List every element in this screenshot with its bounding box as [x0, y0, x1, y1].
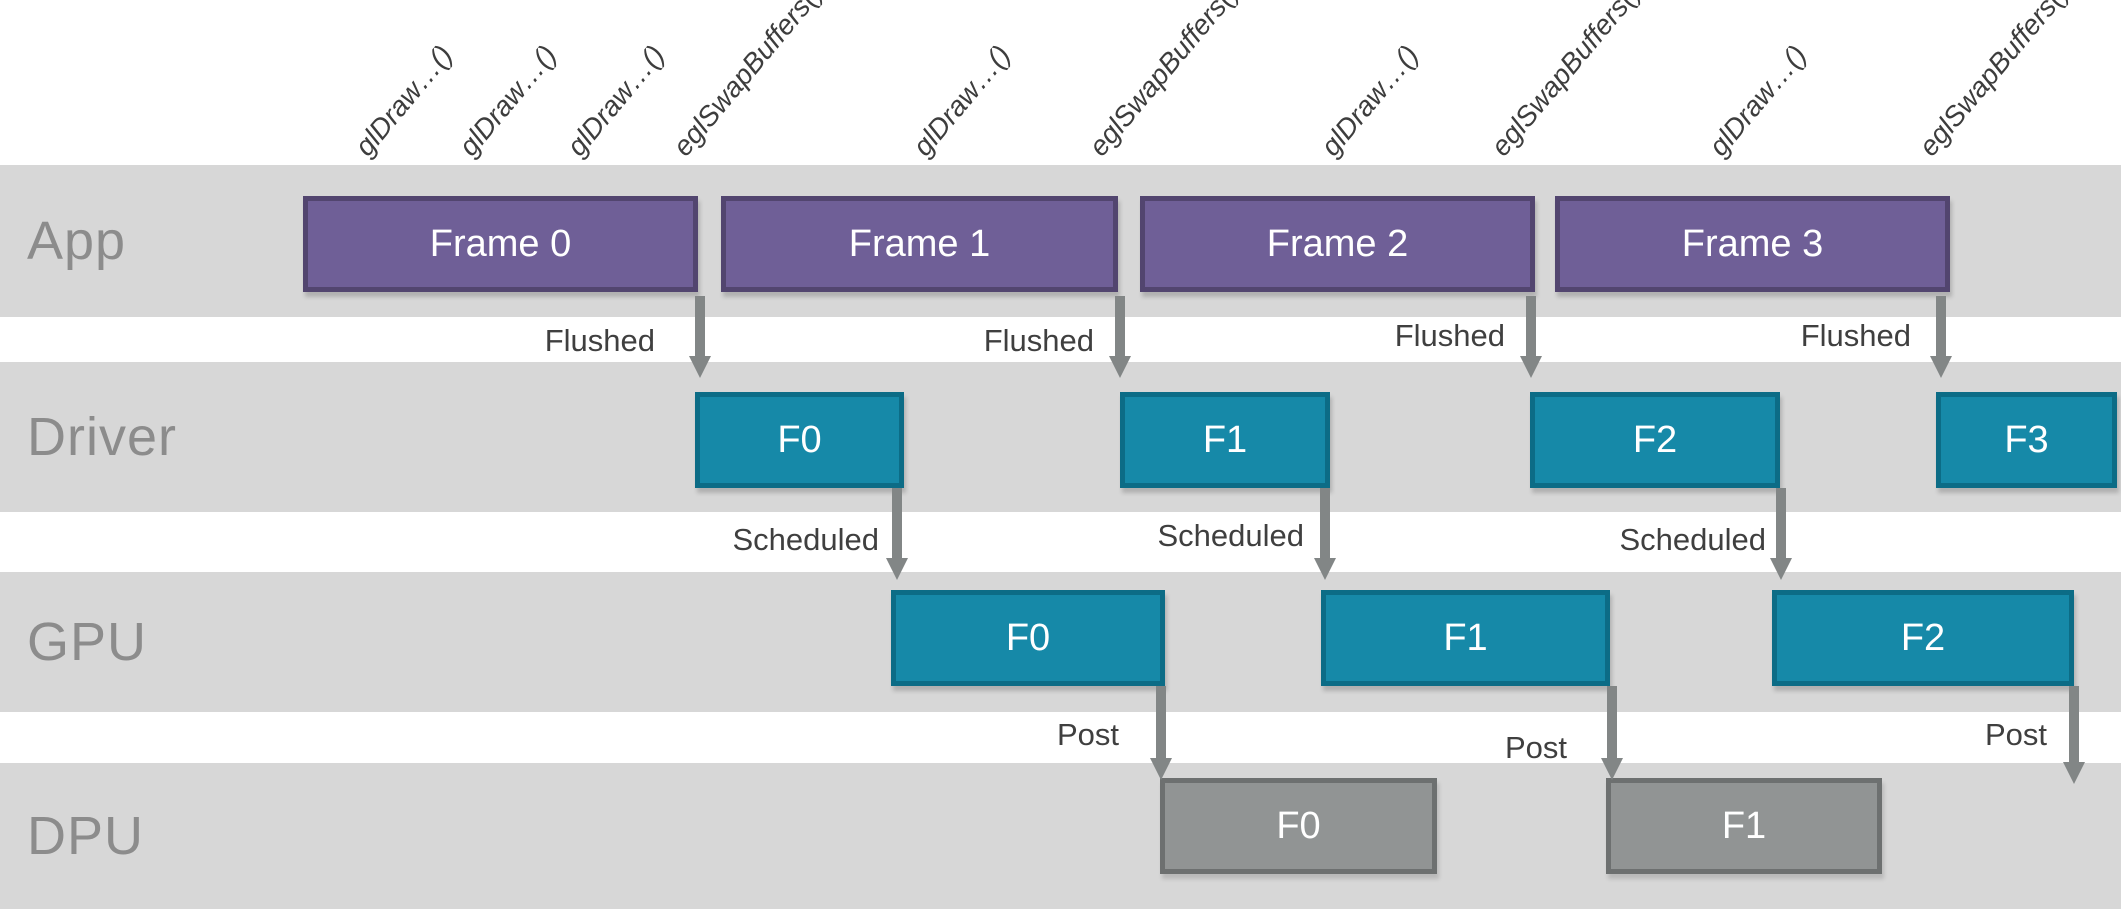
arrow-shaft-post-9 — [2069, 686, 2079, 764]
call-label-gldraw-0: glDraw…() — [348, 39, 459, 162]
row-label-gpu: GPU — [27, 612, 148, 672]
arrow-shaft-post-8 — [1607, 686, 1617, 760]
box-app-frame-3: Frame 3 — [1555, 196, 1950, 292]
label-flushed-2: Flushed — [1394, 318, 1505, 353]
arrow-down-icon-scheduled-4 — [886, 558, 908, 580]
call-label-eglswapbuffers-9: eglSwapBuffers() — [1912, 0, 2075, 162]
label-post-9: Post — [1984, 717, 2047, 752]
box-driver-f2: F2 — [1530, 392, 1780, 488]
box-app-frame-2: Frame 2 — [1140, 196, 1535, 292]
arrow-down-icon-flushed-1 — [1109, 356, 1131, 378]
call-label-eglswapbuffers-5: eglSwapBuffers() — [1082, 0, 1245, 162]
arrow-down-icon-scheduled-6 — [1770, 558, 1792, 580]
arrow-shaft-flushed-1 — [1115, 296, 1125, 358]
label-flushed-0: Flushed — [544, 323, 655, 358]
arrow-down-icon-flushed-0 — [689, 356, 711, 378]
arrow-down-icon-post-7 — [1150, 758, 1172, 780]
label-flushed-3: Flushed — [1800, 318, 1911, 353]
row-label-app: App — [27, 211, 127, 271]
arrow-shaft-flushed-2 — [1526, 296, 1536, 358]
box-dpu-f0: F0 — [1160, 778, 1437, 874]
arrow-shaft-flushed-3 — [1936, 296, 1946, 358]
box-gpu-f2: F2 — [1772, 590, 2074, 686]
box-app-frame-0: Frame 0 — [303, 196, 698, 292]
row-label-driver: Driver — [27, 407, 177, 467]
arrow-down-icon-flushed-3 — [1930, 356, 1952, 378]
arrow-shaft-scheduled-6 — [1776, 488, 1786, 560]
call-label-eglswapbuffers-7: eglSwapBuffers() — [1484, 0, 1647, 162]
arrow-down-icon-post-9 — [2063, 762, 2085, 784]
arrow-down-icon-post-8 — [1601, 758, 1623, 780]
label-scheduled-6: Scheduled — [1619, 522, 1766, 557]
box-driver-f3: F3 — [1936, 392, 2117, 488]
arrow-shaft-scheduled-5 — [1320, 488, 1330, 560]
arrow-shaft-post-7 — [1156, 686, 1166, 760]
box-gpu-f1: F1 — [1321, 590, 1610, 686]
arrow-shaft-flushed-0 — [695, 296, 705, 358]
call-label-gldraw-4: glDraw…() — [906, 39, 1017, 162]
row-label-dpu: DPU — [27, 806, 145, 866]
label-post-7: Post — [1056, 717, 1119, 752]
call-label-gldraw-1: glDraw…() — [452, 39, 563, 162]
row-band-driver — [0, 362, 2121, 512]
arrow-down-icon-flushed-2 — [1520, 356, 1542, 378]
box-dpu-f1: F1 — [1606, 778, 1882, 874]
box-driver-f1: F1 — [1120, 392, 1330, 488]
call-label-eglswapbuffers-3: eglSwapBuffers() — [666, 0, 829, 162]
arrow-shaft-scheduled-4 — [892, 488, 902, 560]
box-app-frame-1: Frame 1 — [721, 196, 1118, 292]
box-driver-f0: F0 — [695, 392, 904, 488]
label-flushed-1: Flushed — [983, 323, 1094, 358]
box-gpu-f0: F0 — [891, 590, 1165, 686]
label-post-8: Post — [1504, 730, 1567, 765]
call-label-gldraw-6: glDraw…() — [1314, 39, 1425, 162]
arrow-down-icon-scheduled-5 — [1314, 558, 1336, 580]
label-scheduled-4: Scheduled — [732, 522, 879, 557]
call-label-gldraw-8: glDraw…() — [1702, 39, 1813, 162]
call-label-gldraw-2: glDraw…() — [560, 39, 671, 162]
label-scheduled-5: Scheduled — [1157, 518, 1304, 553]
